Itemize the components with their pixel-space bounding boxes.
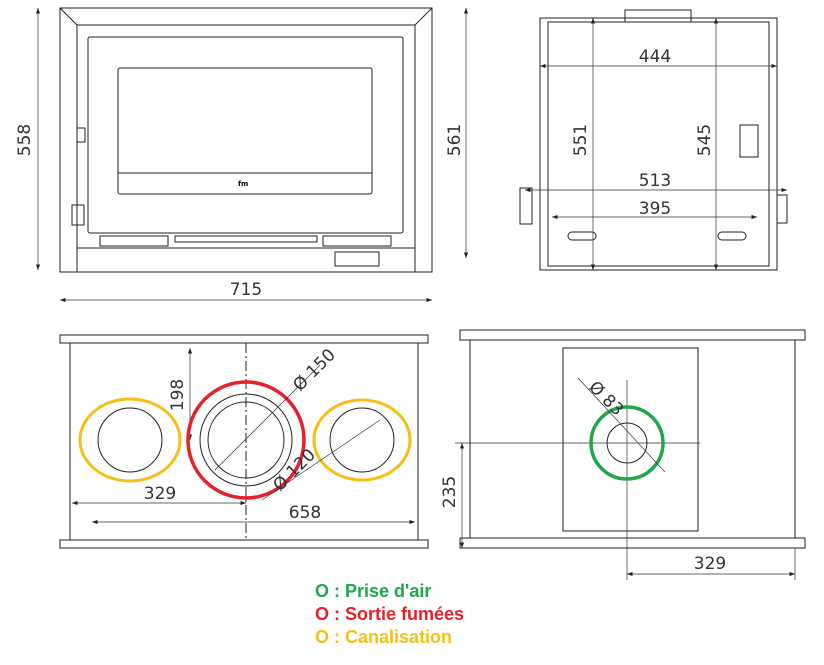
side-view: 444 551 545 513 395: [519, 9, 788, 271]
brand-logo: fm: [238, 180, 248, 188]
front-height-right-label: 561: [445, 124, 465, 156]
smoke-diameter-label: Ø 150: [289, 345, 339, 395]
side-depth-top-label: 444: [639, 47, 671, 67]
side-depth-mid-label: 513: [639, 171, 671, 191]
legend: O : Prise d'air O : Sortie fumées O : Ca…: [315, 581, 464, 647]
top-offset-label: 198: [168, 379, 188, 411]
top-half-width-label: 329: [144, 484, 176, 504]
front-height-left-label: 558: [15, 124, 35, 156]
side-height-right-label: 545: [695, 124, 715, 156]
front-view: fm 558 561 715: [15, 7, 469, 303]
legend-item-smoke-outlet: O : Sortie fumées: [315, 604, 464, 624]
channel-diameter-label: Ø 120: [269, 445, 319, 495]
channel-right-marker: [312, 398, 412, 482]
smoke-outlet-marker: [186, 380, 306, 500]
bottom-view: Ø 83 235 329: [440, 329, 806, 580]
legend-item-channel: O : Canalisation: [315, 627, 452, 647]
side-height-left-label: 551: [571, 124, 591, 156]
top-view: 198 Ø 150 Ø 120 329 658: [59, 334, 429, 549]
channel-left-marker: [78, 397, 182, 483]
side-depth-bottom-label: 395: [639, 199, 671, 219]
front-width-label: 715: [230, 280, 262, 300]
bottom-offset-x-label: 329: [694, 554, 726, 574]
top-channel-spacing-label: 658: [289, 503, 321, 523]
bottom-offset-y-label: 235: [440, 476, 460, 508]
air-intake-marker: [589, 405, 665, 481]
legend-item-air-intake: O : Prise d'air: [315, 581, 431, 601]
